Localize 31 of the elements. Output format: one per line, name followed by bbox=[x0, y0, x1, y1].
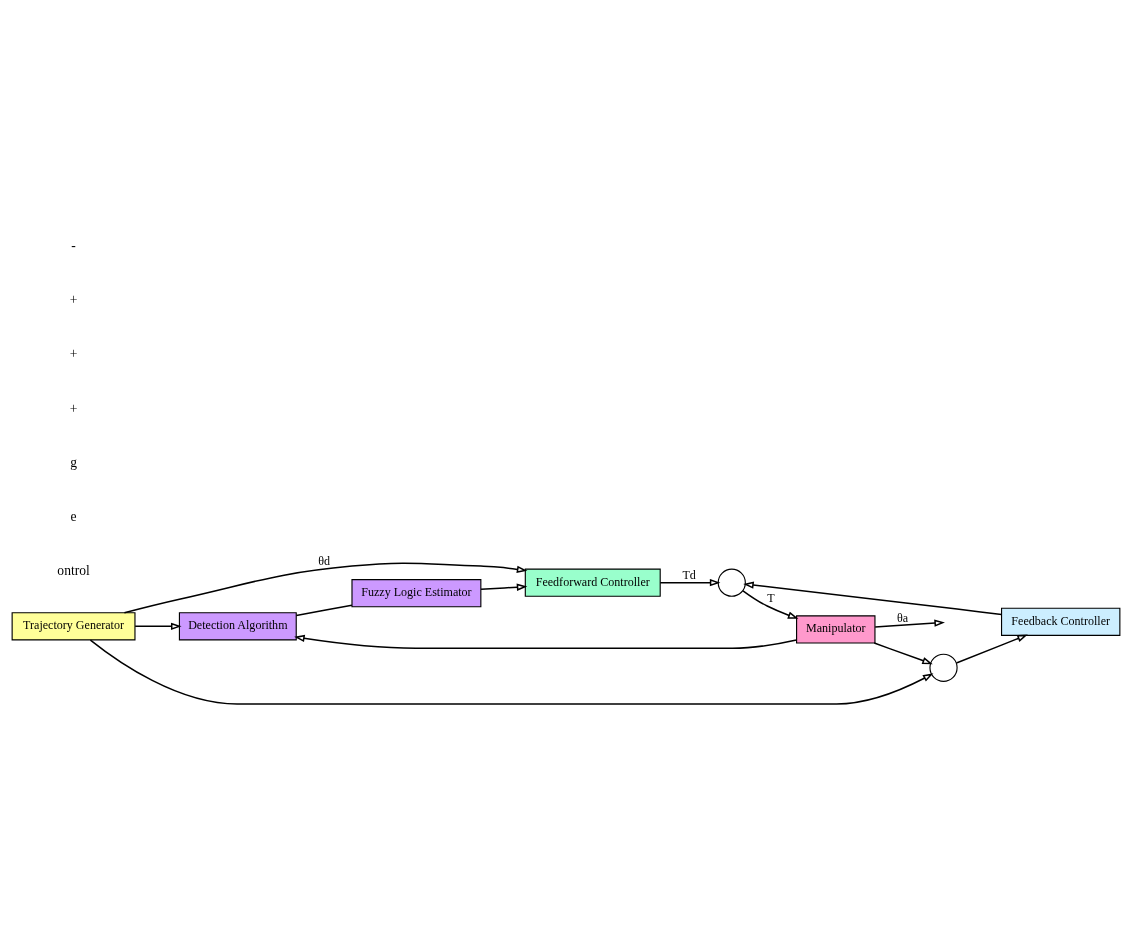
label: + bbox=[69, 346, 78, 362]
arrow bbox=[89, 639, 934, 705]
label: g bbox=[70, 454, 77, 470]
node-box: Feedback Controller bbox=[1001, 607, 1121, 636]
arrow bbox=[134, 622, 182, 631]
label: - bbox=[71, 237, 76, 253]
edge-label: θd bbox=[318, 554, 331, 569]
arrow bbox=[873, 642, 933, 665]
edge-label: Td bbox=[682, 567, 696, 582]
arrow bbox=[743, 581, 1003, 616]
node-box: Trajectory Generator bbox=[11, 612, 136, 641]
arrow bbox=[480, 583, 528, 591]
node-box: Manipulator bbox=[796, 615, 876, 644]
arrow bbox=[874, 619, 945, 628]
edge-label: θa bbox=[896, 610, 909, 625]
arrow bbox=[955, 634, 1028, 664]
node-circle bbox=[717, 568, 746, 597]
arrow bbox=[742, 590, 799, 619]
arrow bbox=[123, 562, 528, 614]
arrow bbox=[294, 634, 798, 649]
edge-label: T bbox=[767, 591, 775, 606]
connector bbox=[295, 604, 353, 617]
node-box: Fuzzy Logic Estimator bbox=[351, 579, 482, 608]
node-box: Feedforward Controller bbox=[524, 568, 661, 597]
label: ontrol bbox=[57, 563, 90, 579]
node-circle bbox=[929, 653, 958, 682]
label: e bbox=[70, 509, 77, 525]
node-box: Detection Algorithm bbox=[178, 612, 297, 641]
label: + bbox=[69, 292, 78, 308]
label: + bbox=[69, 400, 78, 416]
arrow bbox=[659, 578, 721, 587]
